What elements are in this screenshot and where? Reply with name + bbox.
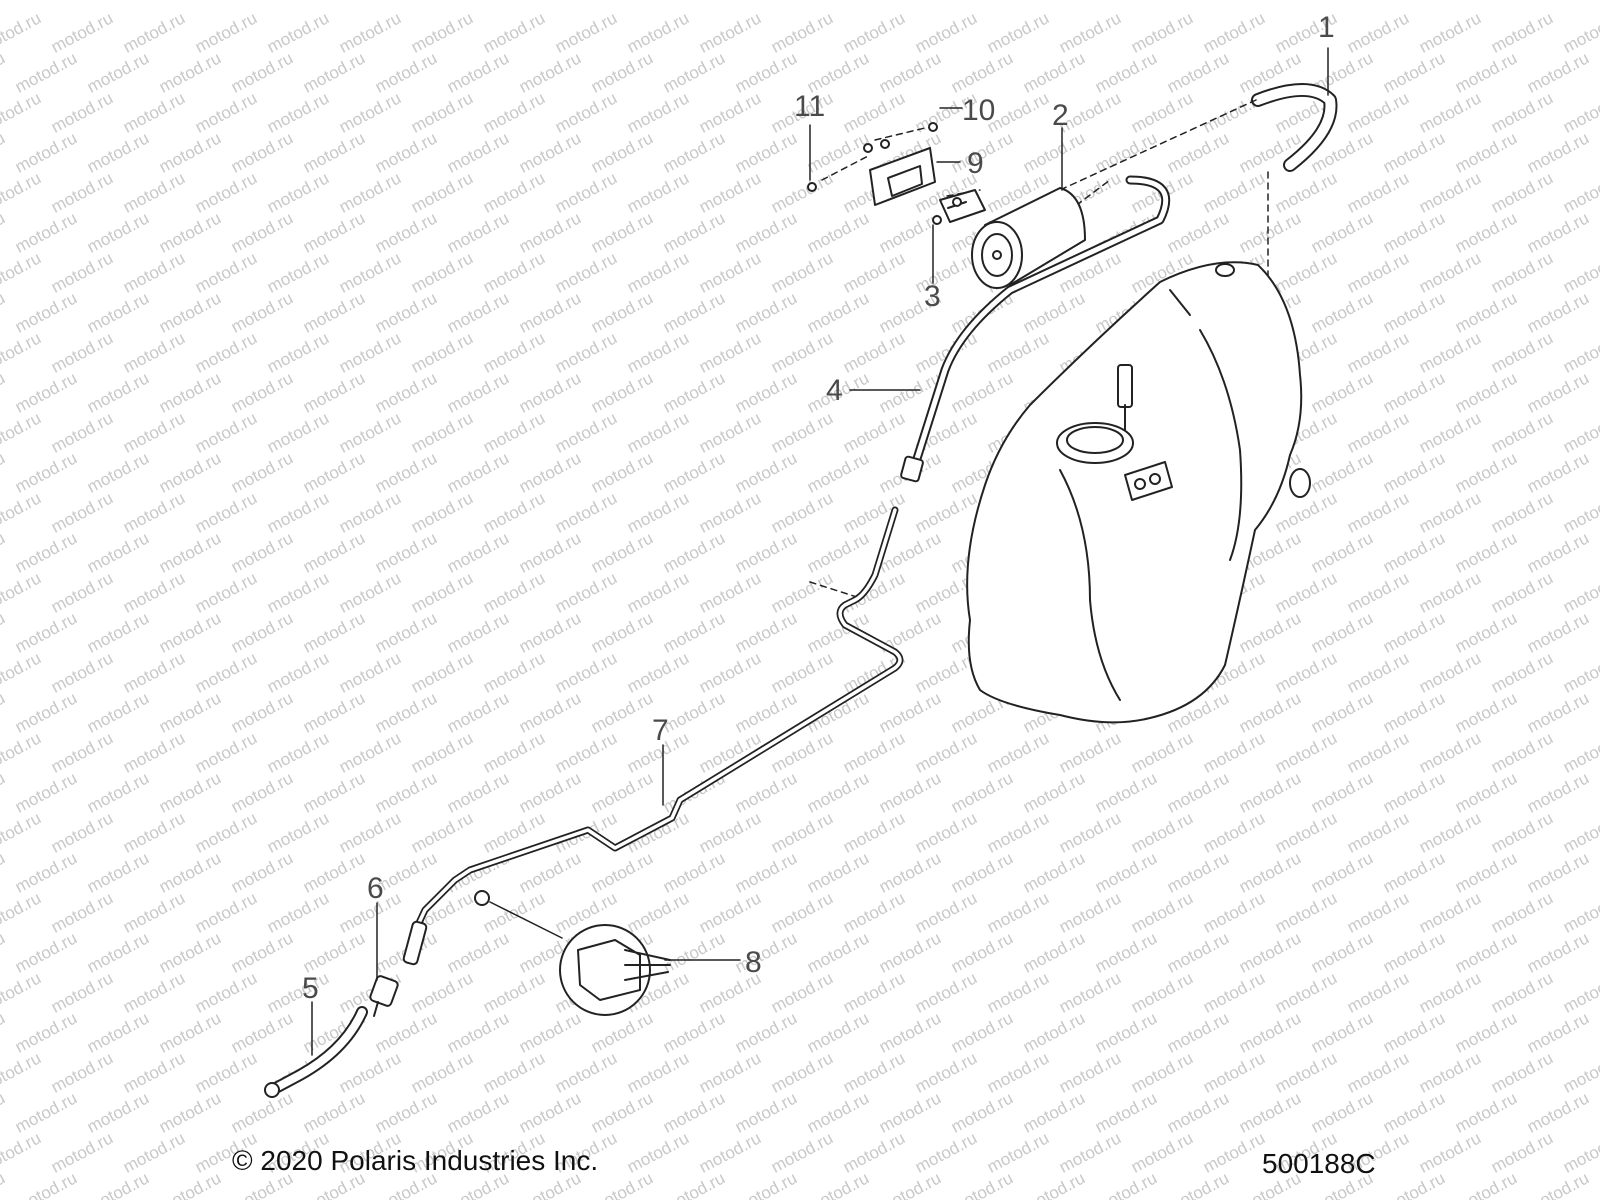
callout-9: 9	[967, 147, 984, 180]
callout-10: 10	[962, 94, 995, 127]
callout-2: 2	[1052, 99, 1069, 132]
leader-lines	[311, 47, 1329, 1056]
clip-part-8	[474, 890, 671, 1016]
hose-part-5	[264, 1006, 368, 1098]
fasteners	[807, 122, 962, 225]
vent-line-part-4	[900, 175, 1171, 483]
vent-hose-part-1	[1251, 83, 1338, 172]
callout-5: 5	[302, 972, 319, 1005]
callout-4: 4	[826, 374, 843, 407]
callout-7: 7	[652, 714, 669, 747]
fuel-tank	[966, 261, 1311, 724]
drawing-number: 500188C	[1262, 1148, 1376, 1179]
bracket-part-9	[869, 147, 936, 206]
callout-labels: 1 2 3 4 5 6 7 8 9 10 11	[302, 11, 1335, 1005]
canister-part-2	[939, 187, 1086, 289]
callout-11: 11	[794, 90, 825, 123]
callout-6: 6	[367, 872, 384, 905]
dashed-leaders	[809, 99, 1269, 599]
callout-1: 1	[1318, 11, 1335, 44]
connector-part-6	[369, 975, 399, 1017]
callout-8: 8	[745, 946, 762, 979]
fuel-line-part-7	[402, 506, 904, 966]
copyright-notice: © 2020 Polaris Industries Inc.	[232, 1145, 599, 1176]
callout-3: 3	[924, 280, 941, 313]
